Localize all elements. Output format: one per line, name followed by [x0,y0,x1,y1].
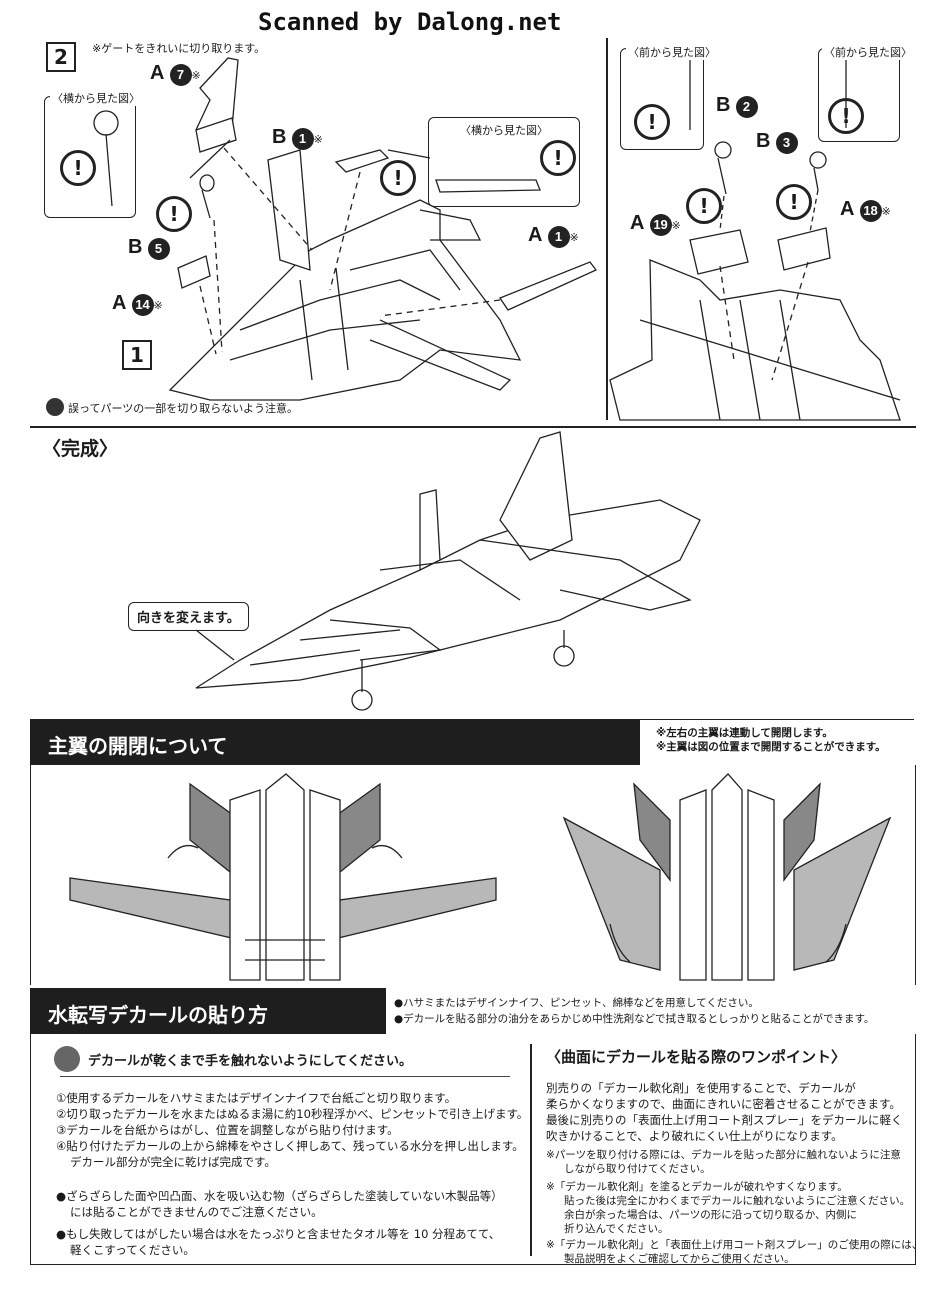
complete-title: 〈完成〉 [42,438,119,460]
panel-divider [606,38,608,420]
part-label-a19: A 19※ [630,212,681,236]
warning-icon: ! [686,188,722,224]
curved-note-2b: 貼った後は完全にかわくまでデカールに触れないようにご注意ください。 [564,1195,911,1207]
decal-prep-2: ●デカールを貼る部分の油分をあらかじめ中性洗剤などで拭き取るとしっかりと貼ること… [394,1013,875,1025]
part-label-a18: A 18※ [840,198,891,222]
curved-note-1b: しながら取り付けてください。 [564,1163,711,1175]
gate-note: ※ゲートをきれいに切り取ります。 [92,42,266,55]
decal-step-3: ③デカールを台紙からはがし、位置を調整しながら貼り付けます。 [56,1123,399,1137]
rotate-callout: 向きを変えます。 [128,602,249,631]
part-label-b2: B 2 [716,94,758,118]
curved-body-4: 吹きかけることで、より破れにくい仕上がりになります。 [546,1129,843,1143]
side-view-label: 〈横から見た図〉 [50,90,142,106]
ref-step-number: 1 [122,340,152,370]
decal-step-2: ②切り取ったデカールを水またはぬるま湯に約10秒程浮かべ、ピンセットで引き上げま… [56,1107,529,1121]
no-touch-icon [54,1046,80,1072]
curved-note-1: ※パーツを取り付ける際には、デカールを貼った部分に触れないように注意 [546,1149,901,1161]
part-label-a1: A 1※ [528,224,579,248]
curved-note-2: ※「デカール軟化剤」を塗るとデカールが破れやすくなります。 [546,1181,848,1193]
curved-body-1: 別売りの「デカール軟化剤」を使用することで、デカールが [546,1081,856,1095]
wings-notes-box [640,720,914,766]
divider [60,1076,510,1077]
wings-note-1: ※左右の主翼は連動して開閉します。 [656,727,833,739]
scan-watermark: Scanned by Dalong.net [258,8,562,36]
warning-icon: ! [380,160,416,196]
warning-icon: ! [828,98,864,134]
warning-icon: ! [156,196,192,232]
part-label-b5: B 5 [128,236,170,260]
part-label-a7: A 7※ [150,62,201,86]
column-divider [530,1044,532,1256]
decal-caution-2b: 軽くこすってください。 [70,1243,195,1257]
curved-body-2: 柔らかくなりますので、曲面にきれいに密着させることができます。 [546,1097,901,1111]
decal-caution-2: ●もし失敗してはがしたい場合は水をたっぷりと含ませたタオル等を 10 分程あてて… [56,1227,501,1241]
cut-warning-icon [46,398,64,416]
curved-note-3b: 製品説明をよくご確認してからご使用ください。 [564,1253,795,1265]
decal-prep-box [386,988,914,1034]
cut-warning-text: 誤ってパーツの一部を切り取らないよう注意。 [68,402,299,415]
decal-step-1: ①使用するデカールをハサミまたはデザインナイフで台紙ごと切り取ります。 [56,1091,457,1105]
side-view-label-2: 〈横から見た図〉 [460,124,548,137]
warning-icon: ! [60,150,96,186]
warning-icon: ! [540,140,576,176]
part-label-b3: B 3 [756,130,798,154]
curved-note-2c: 余白が余った場合は、パーツの形に沿って切り取るか、内側に [564,1209,858,1221]
decal-title: 水転写デカールの貼り方 [48,1003,268,1027]
decal-caution-1b: には貼ることができませんのでご注意ください。 [70,1205,323,1219]
warning-icon: ! [634,104,670,140]
decal-prep-1: ●ハサミまたはデザインナイフ、ピンセット、綿棒などを用意してください。 [394,997,759,1009]
front-view-label-1: 〈前から見た図〉 [626,44,718,60]
section-divider [30,426,916,428]
decal-caution-1: ●ざらざらした面や凹凸面、水を吸い込む物（ざらざらした塗装していない木製品等） [56,1189,503,1203]
curved-surface-title: 〈曲面にデカールを貼る際のワンポイント〉 [546,1048,847,1066]
decal-step-4b: デカール部分が完全に乾けば完成です。 [70,1155,276,1169]
curved-note-3: ※「デカール軟化剤」と「表面仕上げ用コート剤スプレー」のご使用の際には、 [546,1239,923,1251]
decal-step-4: ④貼り付けたデカールの上から綿棒をやさしく押しあて、残っている水分を押し出します… [56,1139,524,1153]
no-touch-text: デカールが乾くまで手を触れないようにしてください。 [88,1054,412,1069]
warning-icon: ! [776,184,812,220]
wings-title: 主翼の開閉について [48,734,228,758]
front-view-label-2: 〈前から見た図〉 [822,44,914,60]
part-label-a14: A 14※ [112,292,163,316]
step-number: 2 [46,42,76,72]
curved-note-2d: 折り込んでください。 [564,1223,669,1235]
wings-note-2: ※主翼は図の位置まで開閉することができます。 [656,741,886,753]
curved-body-3: 最後に別売りの「表面仕上げ用コート剤スプレー」をデカールに軽く [546,1113,903,1127]
wings-panel [30,765,916,985]
decal-panel [30,1034,916,1265]
part-label-b1: B 1※ [272,126,323,150]
